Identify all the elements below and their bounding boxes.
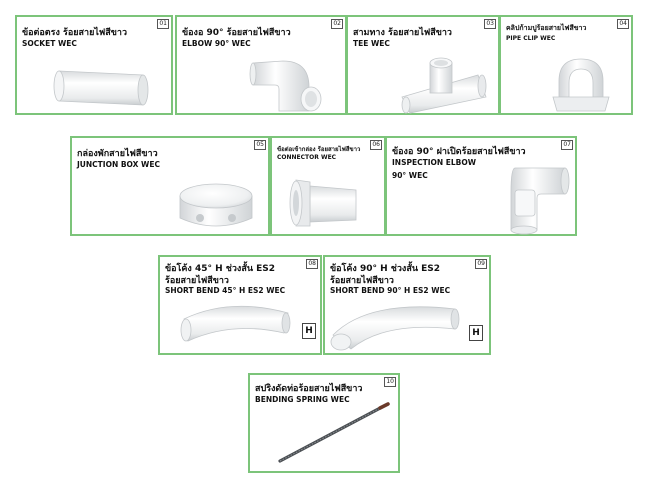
item-thai-name-line2: ร้อยสายไฟสีขาว xyxy=(330,276,394,286)
item-number: 10 xyxy=(384,377,396,387)
item-english-name: JUNCTION BOX WEC xyxy=(77,160,160,169)
item-english-name: SOCKET WEC xyxy=(22,39,77,48)
item-thai-name: ข้อต่อเข้ากล่อง ร้อยสายไฟสีขาว xyxy=(277,146,361,153)
junction-box-icon xyxy=(179,183,253,227)
item-number: 06 xyxy=(370,140,382,150)
item-english-name: TEE WEC xyxy=(353,39,390,48)
bending-spring-icon xyxy=(278,402,390,463)
tee-pipe-icon xyxy=(401,57,487,114)
item-thai-name: สามทาง ร้อยสายไฟสีขาว xyxy=(353,28,452,38)
short-bend-45-icon xyxy=(180,305,291,342)
short-bend-90-icon xyxy=(330,306,460,351)
item-thai-name-line2: ร้อยสายไฟสีขาว xyxy=(165,276,229,286)
elbow-pipe-icon xyxy=(249,60,322,112)
item-english-name: CONNECTOR WEC xyxy=(277,154,337,161)
item-english-name: SHORT BEND 90° H ES2 WEC xyxy=(330,286,451,295)
connector-icon xyxy=(289,179,357,227)
product-card-elbow[interactable]: 02 ข้องอ 90° ร้อยสายไฟสีขาว ELBOW 90° WE… xyxy=(175,15,347,115)
item-number: 01 xyxy=(157,19,169,29)
item-thai-name: คลิปก้ามปูร้อยสายไฟสีขาว xyxy=(506,24,587,32)
item-number: 09 xyxy=(475,259,487,269)
item-number: 03 xyxy=(484,19,496,29)
item-number: 08 xyxy=(306,259,318,269)
product-card-inspection-elbow[interactable]: 07 ข้องอ 90° ฝาเปิดร้อยสายไฟสีขาว INSPEC… xyxy=(385,136,577,236)
item-english-name: PIPE CLIP WEC xyxy=(506,35,556,42)
product-card-short-bend-45[interactable]: 08 ข้อโค้ง 45° H ช่วงสั้น ES2 ร้อยสายไฟส… xyxy=(158,255,322,355)
item-english-name-line2: 90° WEC xyxy=(392,171,428,180)
item-number: 07 xyxy=(561,140,573,150)
item-number: 04 xyxy=(617,19,629,29)
socket-pipe-icon xyxy=(53,70,149,106)
item-thai-name: สปริงดัดท่อร้อยสายไฟสีขาว xyxy=(255,384,363,394)
inspection-elbow-icon xyxy=(510,167,570,235)
item-thai-name: ข้อโค้ง 45° H ช่วงสั้น ES2 xyxy=(165,264,275,274)
item-thai-name: ข้อต่อตรง ร้อยสายไฟสีขาว xyxy=(22,28,127,38)
item-english-name: SHORT BEND 45° H ES2 WEC xyxy=(165,286,286,295)
h-badge: H xyxy=(302,323,316,339)
item-number: 05 xyxy=(254,140,266,150)
item-english-name: ELBOW 90° WEC xyxy=(182,39,251,48)
item-number: 02 xyxy=(331,19,343,29)
product-card-connector[interactable]: 06 ข้อต่อเข้ากล่อง ร้อยสายไฟสีขาว CONNEC… xyxy=(270,136,386,236)
product-card-socket[interactable]: 01 ข้อต่อตรง ร้อยสายไฟสีขาว SOCKET WEC xyxy=(15,15,173,115)
item-thai-name: ข้อโค้ง 90° H ช่วงสั้น ES2 xyxy=(330,264,440,274)
item-thai-name: กล่องพักสายไฟสีขาว xyxy=(77,149,158,159)
product-card-pipe-clip[interactable]: 04 คลิปก้ามปูร้อยสายไฟสีขาว PIPE CLIP WE… xyxy=(499,15,633,115)
product-card-junction-box[interactable]: 05 กล่องพักสายไฟสีขาว JUNCTION BOX WEC xyxy=(70,136,270,236)
item-thai-name: ข้องอ 90° ฝาเปิดร้อยสายไฟสีขาว xyxy=(392,147,526,157)
item-english-name: INSPECTION ELBOW xyxy=(392,158,477,167)
product-card-bending-spring[interactable]: 10 สปริงดัดท่อร้อยสายไฟสีขาว BENDING SPR… xyxy=(248,373,400,473)
h-badge: H xyxy=(469,325,483,341)
item-english-name: BENDING SPRING WEC xyxy=(255,395,350,404)
product-card-tee[interactable]: 03 สามทาง ร้อยสายไฟสีขาว TEE WEC xyxy=(346,15,500,115)
item-thai-name: ข้องอ 90° ร้อยสายไฟสีขาว xyxy=(182,28,291,38)
product-card-short-bend-90[interactable]: 09 ข้อโค้ง 90° H ช่วงสั้น ES2 ร้อยสายไฟส… xyxy=(323,255,491,355)
pipe-clip-icon xyxy=(552,58,610,112)
